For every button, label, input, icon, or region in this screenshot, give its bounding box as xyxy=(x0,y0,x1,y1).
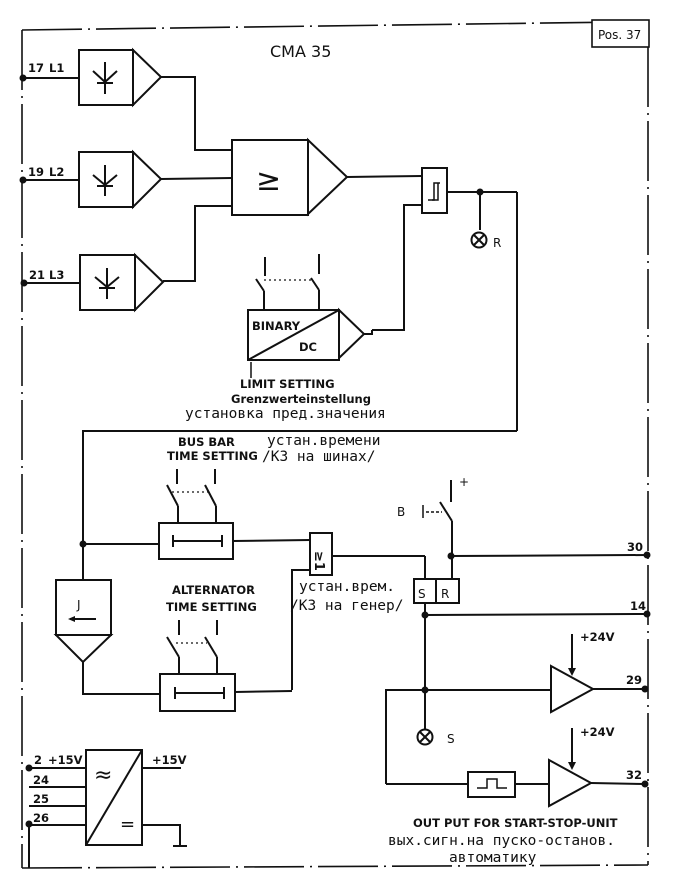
bus-bar-label-ru-2: /КЗ на шинах/ xyxy=(262,449,376,465)
limit-setting-block: BINARY DC LIMIT SETTING Grenzwerteinstel… xyxy=(185,254,386,422)
alternator-time-setting: ALTERNATOR TIME SETTING устан.врем. /КЗ … xyxy=(159,579,404,712)
psu-terminal-25: 25 xyxy=(33,792,49,806)
output-note-ru-2: автоматику xyxy=(449,850,537,866)
amplifier-triangle xyxy=(548,758,594,808)
switch-b: B + xyxy=(397,475,649,579)
output-label-14: 14 xyxy=(630,599,646,613)
pulse-block xyxy=(467,771,516,798)
dc-symbol: = xyxy=(120,814,135,835)
ac-symbol: ≈ xyxy=(94,763,112,788)
amplifier-triangle xyxy=(338,307,366,361)
reset-input xyxy=(435,578,460,604)
diagram-title: CMA 35 xyxy=(270,42,331,61)
output-driver-29: +24V xyxy=(385,630,645,784)
amplifier-triangle xyxy=(134,252,165,313)
comparator-symbol: ≥ xyxy=(256,163,281,198)
output-terminals: 30 14 29 32 xyxy=(626,540,651,788)
supply-label-32: +24V xyxy=(580,725,615,739)
dc-label: DC xyxy=(299,340,317,354)
rectifier-icon xyxy=(92,165,118,196)
bus-bar-label-ru-1: устан.времени xyxy=(267,433,381,449)
pulse-icon xyxy=(477,778,507,789)
alternator-label-1: ALTERNATOR xyxy=(172,583,255,597)
current-detector-block: J xyxy=(53,579,160,695)
position-tag-text: Pos. 37 xyxy=(598,28,641,42)
amplifier-triangle xyxy=(132,47,163,108)
indicator-lamp-r: R xyxy=(470,231,501,250)
output-label-30: 30 xyxy=(627,540,643,554)
flipflop-r: R xyxy=(441,587,449,601)
power-supply-block: 2+15V 24 25 26 ≈ = +15V xyxy=(25,749,187,868)
output-label-29: 29 xyxy=(626,673,642,687)
position-tag: Pos. 37 xyxy=(591,19,650,48)
psu-output-label: +15V xyxy=(152,753,187,767)
or-gate: ≥1 xyxy=(291,532,425,690)
bus-bar-time-setting: BUS BAR TIME SETTING устан.времени /КЗ н… xyxy=(79,433,381,560)
rectifier-icon xyxy=(94,268,120,299)
limit-setting-label-ru: установка пред.значения xyxy=(185,406,386,422)
supply-label-29: +24V xyxy=(580,630,615,644)
or-gate-symbol: ≥1 xyxy=(311,551,326,571)
output-note: OUT PUT FOR START-STOP-UNIT вых.сигн.на … xyxy=(388,816,618,866)
rectifier-icon xyxy=(92,62,118,94)
frame-border xyxy=(21,21,649,869)
output-driver-32: +24V xyxy=(386,725,646,808)
schmitt-trigger xyxy=(372,167,518,431)
limit-setting-label-de: Grenzwerteinstellung xyxy=(231,392,371,406)
psu-terminal-26: 26 xyxy=(33,811,49,825)
output-note-en: OUT PUT FOR START-STOP-UNIT xyxy=(413,816,618,830)
psu-terminal-24: 24 xyxy=(33,773,49,787)
terminal-dot-30 xyxy=(643,551,651,559)
indicator-s-label: S xyxy=(447,732,455,746)
bus-bar-label-2: TIME SETTING xyxy=(167,449,258,463)
indicator-lamp-s: S xyxy=(416,728,455,746)
binary-label: BINARY xyxy=(252,319,301,333)
hysteresis-icon xyxy=(428,182,440,201)
amplifier-triangle xyxy=(132,149,163,210)
alternator-label-2: TIME SETTING xyxy=(166,600,257,614)
switch-b-label: B xyxy=(397,505,405,519)
amplifier-triangle xyxy=(550,664,596,714)
comparator-block: ≥ xyxy=(231,137,423,217)
switch-plus-label: + xyxy=(459,475,469,489)
amplifier-triangle xyxy=(307,137,349,217)
sr-flipflop: S R xyxy=(413,556,649,735)
bus-bar-label-1: BUS BAR xyxy=(178,435,235,449)
output-label-32: 32 xyxy=(626,768,642,782)
output-note-ru-1: вых.сигн.на пуско-останов. xyxy=(388,833,615,849)
alternator-label-ru-2: /КЗ на генер/ xyxy=(290,598,404,614)
alternator-label-ru-1: устан.врем. xyxy=(299,579,395,595)
limit-setting-label-en: LIMIT SETTING xyxy=(240,377,335,391)
flipflop-s: S xyxy=(418,587,426,601)
current-block-symbol: J xyxy=(76,598,81,612)
terminal-dot-14 xyxy=(643,610,651,618)
indicator-r-label: R xyxy=(493,236,501,250)
psu-terminal-2: 2+15V xyxy=(34,753,83,767)
